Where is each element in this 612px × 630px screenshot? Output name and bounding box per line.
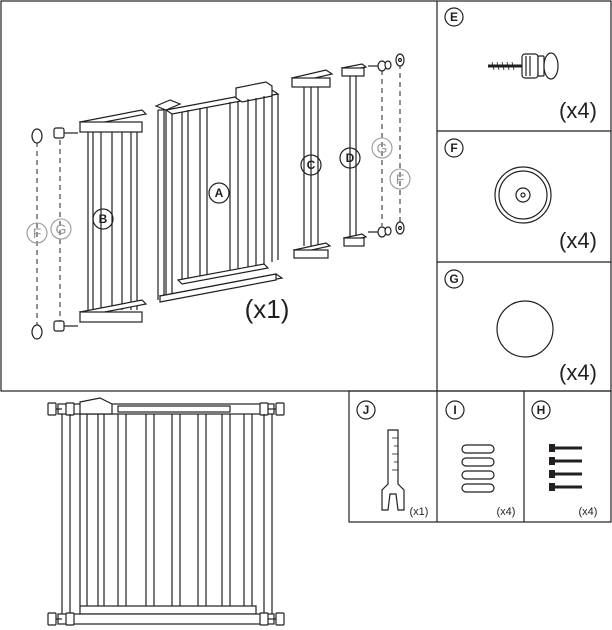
assembled-gate [47, 397, 285, 626]
label-g-right-circle [371, 137, 393, 159]
part-i: I (x4) [445, 400, 516, 518]
extension-d: D [339, 63, 368, 247]
label-d: D [346, 151, 355, 165]
label-d-circle [339, 147, 361, 169]
label-f: F [450, 141, 457, 155]
label-h: H [537, 403, 546, 417]
left-washers: F G [26, 127, 78, 340]
part-j: J (x1) [356, 400, 429, 518]
spanner-tool-icon [381, 429, 405, 511]
label-g-left: G [56, 221, 67, 237]
label-f-right: F [396, 171, 405, 187]
part-e-quantity: (x4) [559, 98, 597, 123]
label-e-circle [444, 7, 464, 27]
part-h-quantity: (x4) [579, 506, 598, 518]
screws-icon [549, 444, 582, 491]
label-c: C [307, 158, 316, 172]
extension-c: C [290, 69, 334, 259]
label-g-left-circle [50, 218, 72, 240]
label-i-circle [445, 400, 465, 420]
label-j-circle [356, 400, 376, 420]
wall-plugs-icon [461, 444, 495, 493]
right-washers: G F [368, 53, 411, 238]
label-f-left-circle [26, 222, 48, 244]
label-c-circle [300, 154, 322, 176]
gate-a: A [154, 81, 284, 303]
label-a-circle [208, 182, 230, 204]
part-h: H (x4) [531, 400, 598, 518]
label-g-right: G [377, 140, 388, 156]
part-i-quantity: (x4) [497, 506, 516, 518]
wall-cup-icon [494, 166, 552, 224]
label-b-circle [92, 208, 114, 230]
part-g: G (x4) [444, 269, 597, 385]
label-j: J [363, 403, 370, 417]
label-e: E [450, 10, 458, 24]
label-i: I [453, 403, 456, 417]
part-g-quantity: (x4) [559, 360, 597, 385]
label-a: A [215, 186, 224, 200]
label-g-circle [444, 269, 464, 289]
label-f-right-circle [389, 168, 411, 190]
label-b: B [99, 212, 108, 226]
part-j-quantity: (x1) [410, 506, 429, 518]
label-g: G [449, 272, 458, 286]
panel-frames [0, 0, 612, 523]
label-f-left: F [33, 225, 42, 241]
label-h-circle [531, 400, 551, 420]
main-parts-panel [0, 0, 612, 392]
hardware-panel [348, 390, 612, 523]
part-f-quantity: (x4) [559, 228, 597, 253]
adhesive-pad-icon [496, 300, 554, 358]
label-f-circle [444, 138, 464, 158]
spindle-icon [488, 52, 559, 80]
extension-b: B [78, 109, 148, 323]
part-f: F (x4) [444, 138, 597, 253]
main-quantity: (x1) [245, 294, 290, 324]
part-e: E (x4) [444, 7, 597, 123]
